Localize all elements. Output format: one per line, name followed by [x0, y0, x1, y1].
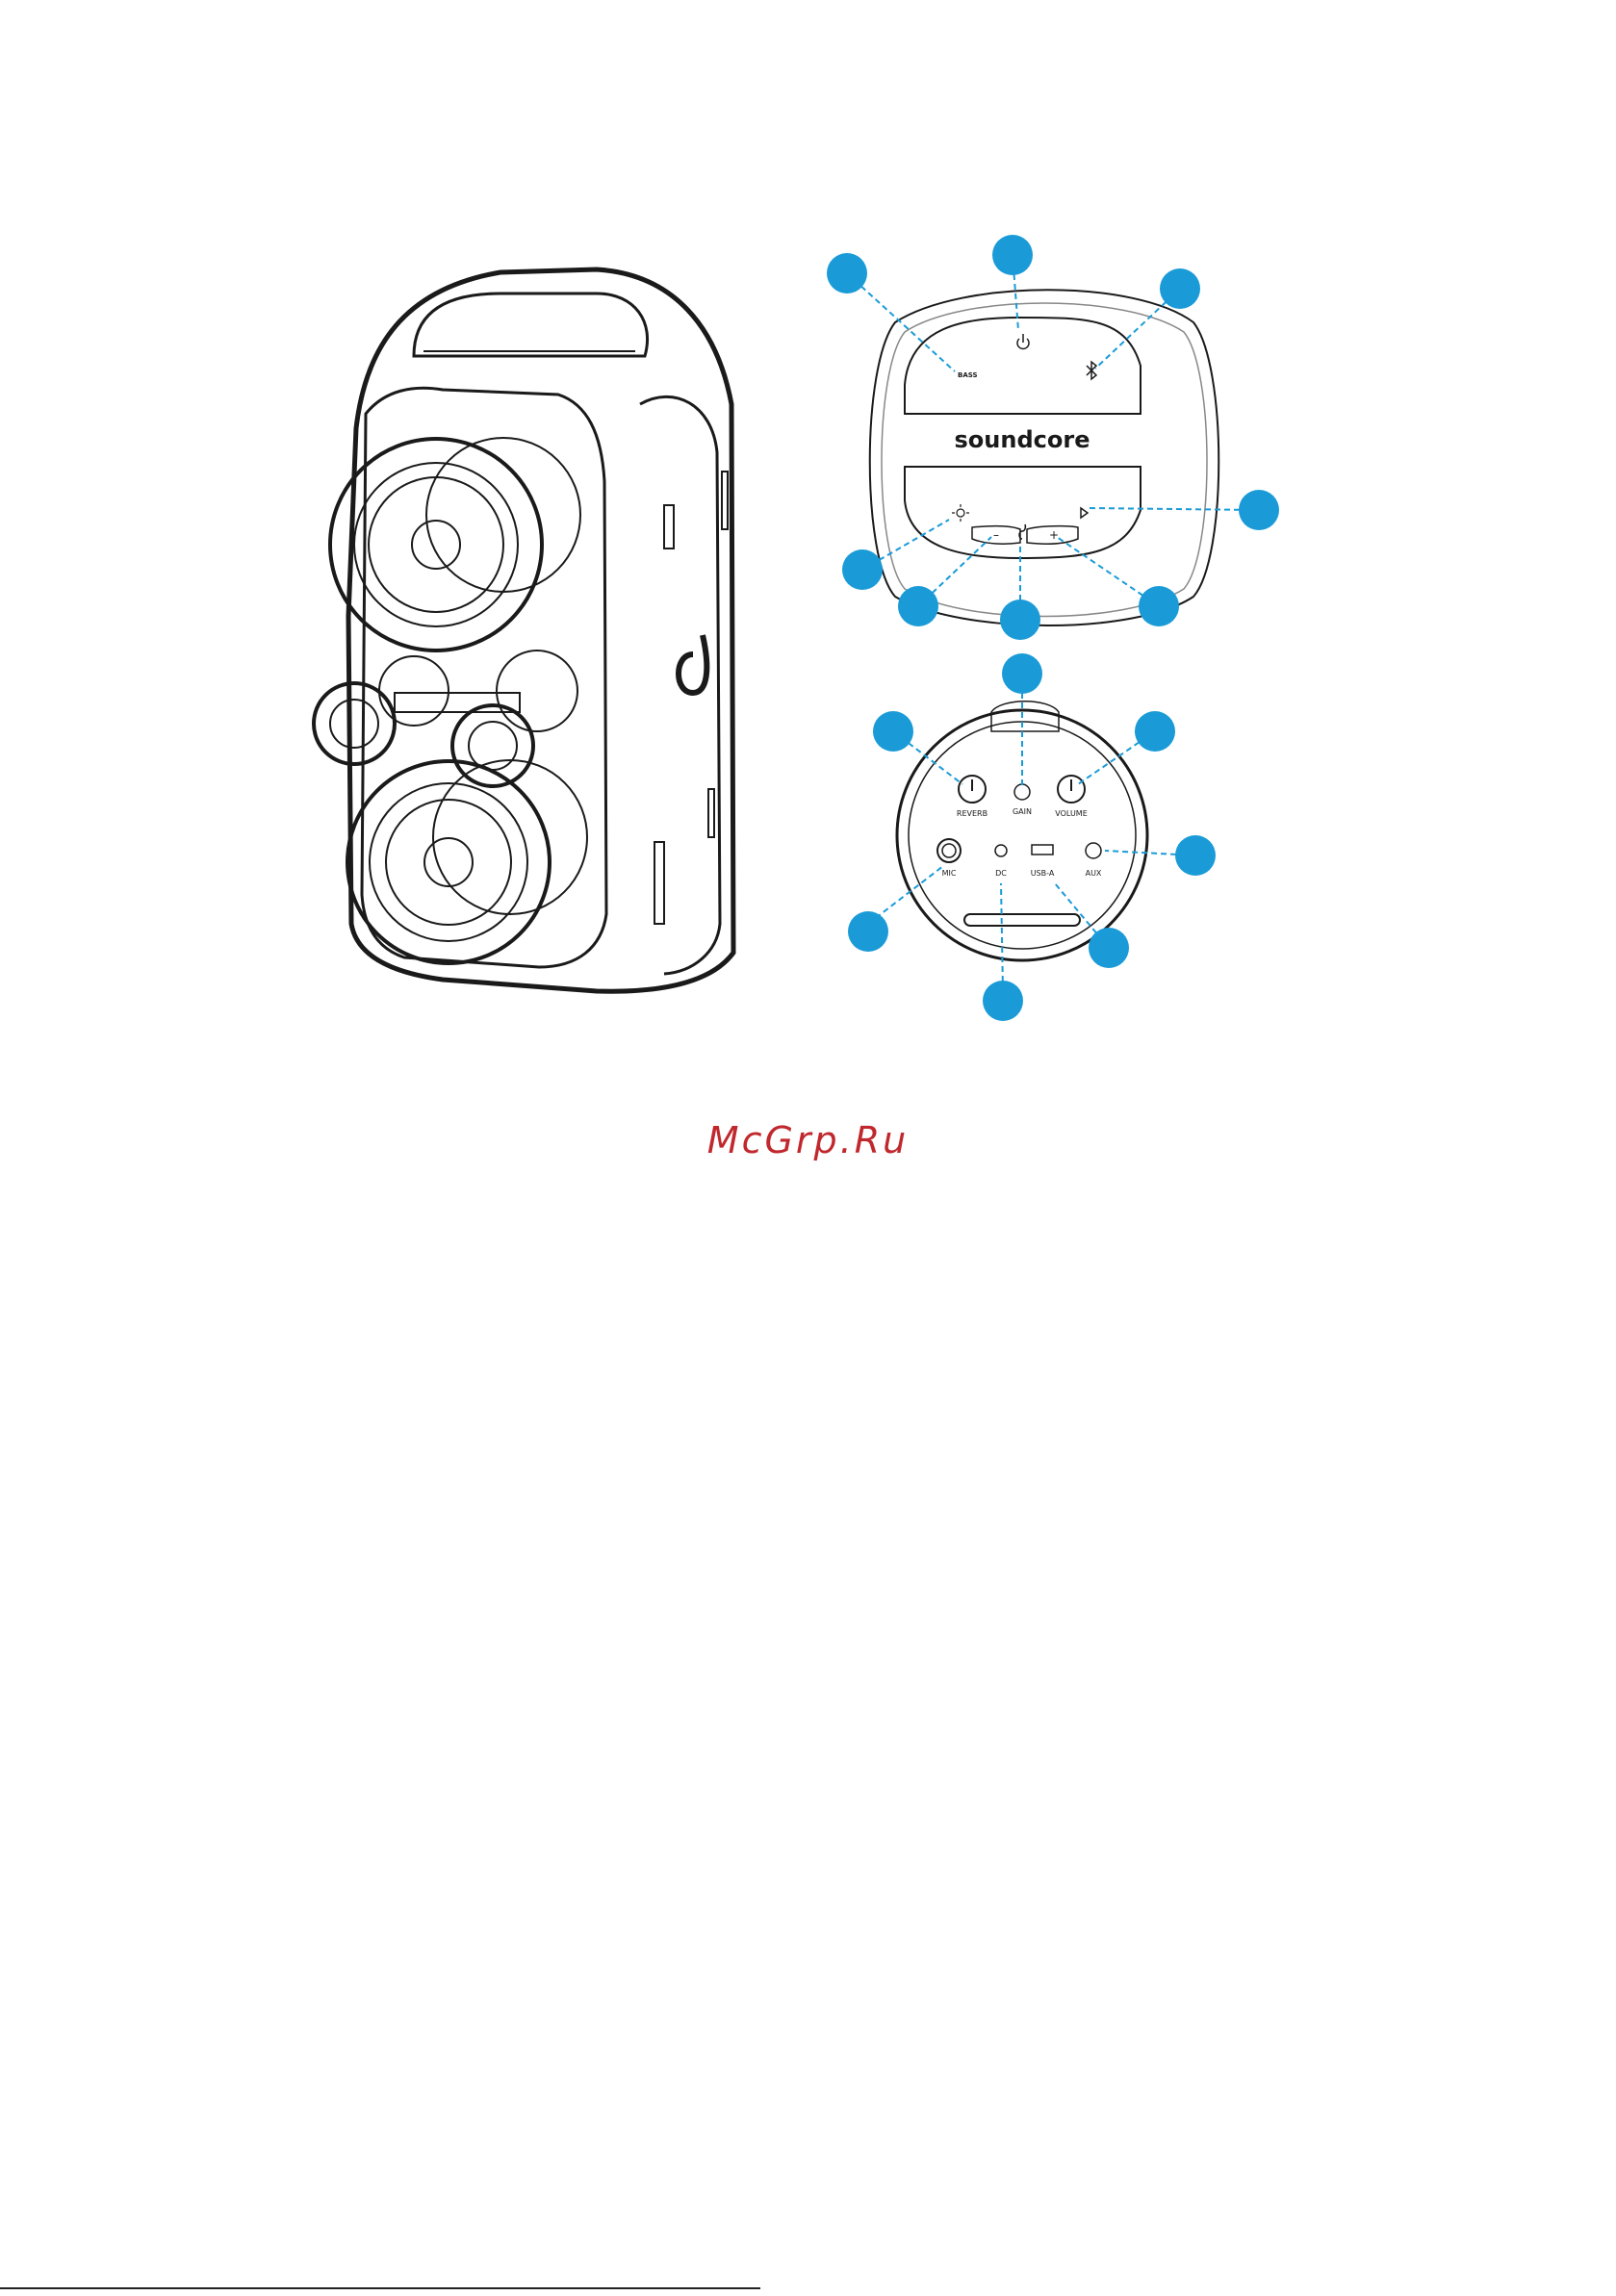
speaker-illustration — [314, 269, 733, 991]
gain-label: GAIN — [1013, 807, 1032, 816]
reverb-label: REVERB — [957, 809, 988, 818]
playpause-icon — [1081, 508, 1088, 518]
power-icon — [1017, 334, 1029, 348]
minus-icon: – — [993, 528, 999, 542]
port-label-usb: USB-A — [1031, 869, 1055, 878]
mic-port — [937, 839, 961, 862]
watermark: McGrp.Ru — [0, 1119, 1616, 1161]
gain-knob — [1014, 784, 1030, 800]
rear-panel-view: REVERB VOLUME GAIN MIC DC USB-A AUX — [897, 702, 1147, 960]
light-icon — [952, 504, 969, 522]
plus-icon: + — [1049, 528, 1059, 542]
brand-wordmark: soundcore — [955, 426, 1090, 453]
usb-port — [1032, 845, 1053, 855]
bass-label: BASS — [958, 371, 978, 379]
footer — [0, 2284, 1616, 2292]
dc-port — [995, 845, 1007, 856]
aux-port — [1086, 843, 1101, 858]
bluetooth-icon — [1087, 362, 1096, 379]
port-label-aux: AUX — [1086, 869, 1102, 878]
footer-rule — [0, 2287, 760, 2289]
party-logo-icon — [1019, 524, 1025, 539]
port-label-dc: DC — [995, 869, 1007, 878]
port-label-mic: MIC — [942, 869, 957, 878]
top-panel-view: soundcore BASS – + — [870, 290, 1219, 625]
volume-label: VOLUME — [1055, 809, 1088, 818]
